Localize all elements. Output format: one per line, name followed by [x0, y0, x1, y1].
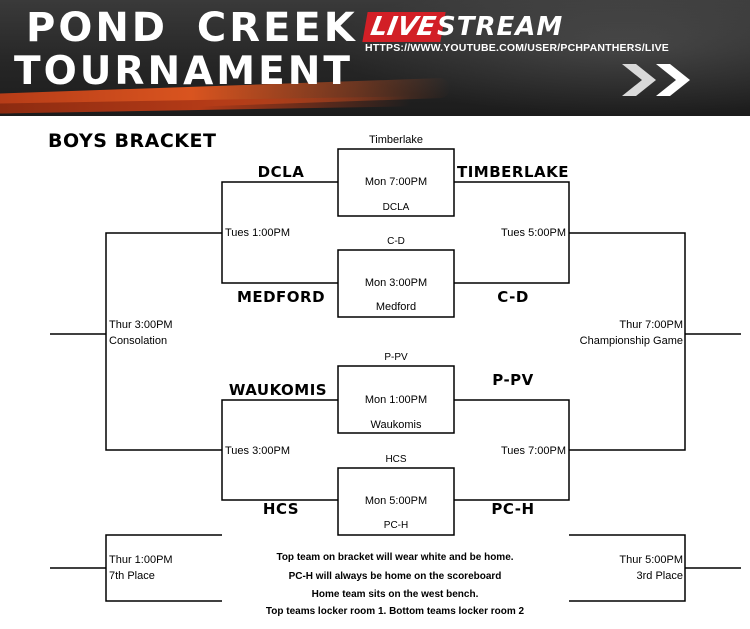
team-ppv: P-PV — [492, 371, 534, 389]
team-pch: PC-H — [491, 500, 535, 518]
game3-top-label: P-PV — [384, 352, 408, 363]
team-cd: C-D — [497, 288, 529, 306]
game4-top-label: HCS — [385, 454, 407, 465]
game1-bottom-label: DCLA — [382, 202, 410, 213]
third-place-label: 3rd Place — [636, 570, 683, 582]
game2-bottom-label: Medford — [375, 301, 417, 313]
game1-time: Mon 7:00PM — [364, 176, 428, 188]
double-chevron-icon — [622, 64, 656, 96]
third-place-time: Thur 5:00PM — [619, 554, 683, 566]
chevron-right-icon — [656, 64, 690, 96]
note-line-2: PC-H will always be home on the scoreboa… — [288, 571, 502, 582]
team-waukomis: WAUKOMIS — [228, 381, 328, 399]
team-timberlake: TIMBERLAKE — [456, 163, 570, 181]
consolation-time: Thur 3:00PM — [109, 319, 173, 331]
team-medford: MEDFORD — [236, 288, 326, 306]
game2-time: Mon 3:00PM — [364, 277, 428, 289]
note-line-4: Top teams locker room 1. Bottom teams lo… — [265, 606, 525, 617]
game3-time: Mon 1:00PM — [364, 394, 428, 406]
seventh-place-label: 7th Place — [109, 570, 155, 582]
header-banner: POND CREEK TOURNAMENT LIVE STREAM HTTPS:… — [0, 0, 750, 116]
note-line-1: Top team on bracket will wear white and … — [276, 552, 514, 563]
semi-left-bottom-time: Tues 3:00PM — [225, 445, 291, 457]
game4-time: Mon 5:00PM — [364, 495, 428, 507]
semi-right-top-time: Tues 5:00PM — [500, 227, 566, 239]
team-dcla: DCLA — [257, 163, 305, 181]
game4-bottom-label: PC-H — [383, 520, 409, 531]
game-box-4 — [337, 467, 455, 536]
game2-top-label: C-D — [387, 236, 405, 247]
note-line-3: Home team sits on the west bench. — [311, 589, 479, 600]
stream-url[interactable]: HTTPS://WWW.YOUTUBE.COM/USER/PCHPANTHERS… — [365, 42, 669, 54]
bracket-header: BOYS BRACKET — [48, 130, 217, 152]
consolation-label: Consolation — [109, 335, 168, 347]
semi-left-top-time: Tues 1:00PM — [225, 227, 291, 239]
championship-label: Championship Game — [579, 335, 683, 347]
team-hcs: HCS — [262, 500, 300, 518]
game1-top-label: Timberlake — [369, 134, 423, 146]
tournament-title-line2: TOURNAMENT — [14, 49, 353, 94]
semi-right-bottom-time: Tues 7:00PM — [500, 445, 566, 457]
tournament-title-line1: POND CREEK — [26, 5, 358, 51]
stream-label: STREAM — [437, 12, 564, 42]
game3-bottom-label: Waukomis — [370, 419, 422, 431]
seventh-place-time: Thur 1:00PM — [109, 554, 173, 566]
championship-time: Thur 7:00PM — [619, 319, 683, 331]
